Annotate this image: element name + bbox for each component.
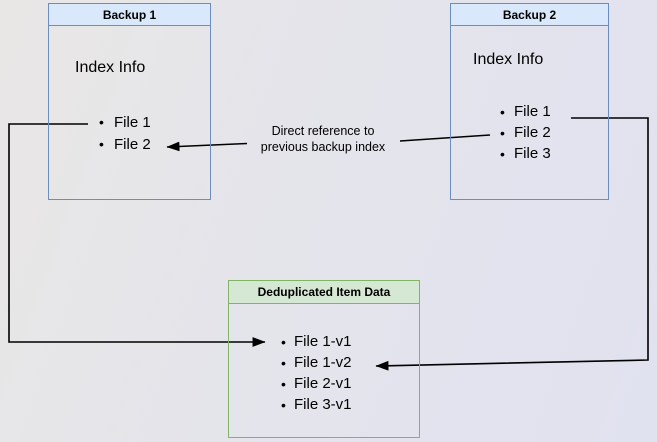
bullet-icon: • <box>500 103 505 120</box>
list-item-label: File 1 <box>514 103 551 120</box>
backup2-header: Backup 2 <box>451 4 608 26</box>
bullet-icon: • <box>281 396 286 413</box>
list-item-label: File 1 <box>114 113 151 131</box>
list-item-label: File 1-v1 <box>294 333 352 350</box>
backup1-header: Backup 1 <box>49 4 210 26</box>
list-item: • File 2 <box>451 122 608 143</box>
bullet-icon: • <box>281 333 286 350</box>
backup2-file-list: • File 1 • File 2 • File 3 <box>451 101 608 164</box>
bullet-icon: • <box>99 136 104 152</box>
list-item-label: File 2-v1 <box>294 375 352 392</box>
list-item-label: File 2 <box>114 135 151 153</box>
list-item-label: File 2 <box>514 124 551 141</box>
list-item: • File 1-v1 <box>229 331 419 352</box>
annotation-line1: Direct reference to <box>271 124 375 138</box>
bullet-icon: • <box>281 375 286 392</box>
annotation-line2: previous backup index <box>260 139 386 154</box>
bullet-icon: • <box>281 354 286 371</box>
list-item: • File 2 <box>49 133 210 155</box>
list-item: • File 1 <box>451 101 608 122</box>
list-item-label: File 3-v1 <box>294 396 352 413</box>
list-item-label: File 1-v2 <box>294 354 352 371</box>
bullet-icon: • <box>500 145 505 162</box>
dedup-title: Deduplicated Item Data <box>257 285 391 299</box>
backup1-file-list: • File 1 • File 2 <box>49 111 210 155</box>
bullet-icon: • <box>500 124 505 141</box>
list-item: • File 1-v2 <box>229 352 419 373</box>
backup2-box: Backup 2 Index Info • File 1 • File 2 • … <box>450 3 609 200</box>
list-item: • File 3 <box>451 143 608 164</box>
dedup-file-list: • File 1-v1 • File 1-v2 • File 2-v1 • Fi… <box>229 331 419 415</box>
dedup-header: Deduplicated Item Data <box>229 281 419 304</box>
direct-reference-annotation: Direct reference to previous backup inde… <box>233 124 413 155</box>
list-item: • File 1 <box>49 111 210 133</box>
bullet-icon: • <box>99 114 104 130</box>
deduplicated-item-data-box: Deduplicated Item Data • File 1-v1 • Fil… <box>228 280 420 438</box>
backup2-title: Backup 2 <box>502 7 557 22</box>
list-item: • File 2-v1 <box>229 373 419 394</box>
backup2-subtitle: Index Info <box>473 51 544 68</box>
backup1-box: Backup 1 Index Info • File 1 • File 2 <box>48 3 211 200</box>
backup1-title: Backup 1 <box>102 7 157 22</box>
list-item-label: File 3 <box>514 145 551 162</box>
list-item: • File 3-v1 <box>229 394 419 415</box>
backup1-subtitle: Index Info <box>75 59 146 76</box>
